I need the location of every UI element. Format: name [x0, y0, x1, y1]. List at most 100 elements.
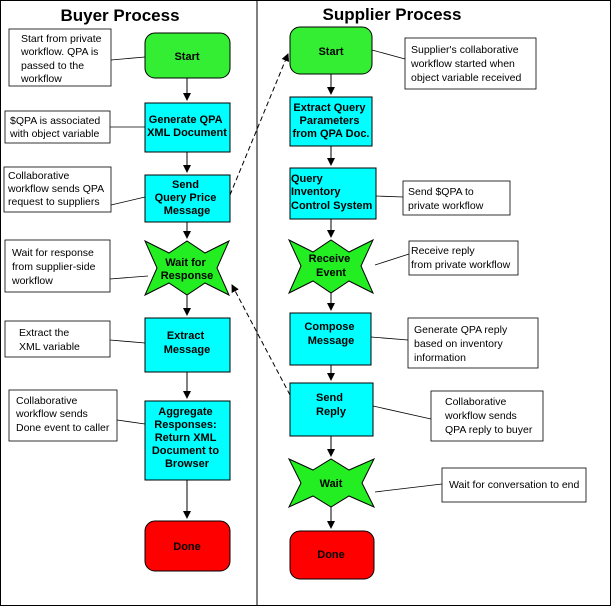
note-supplier-wait: Wait for conversation to end: [441, 467, 587, 503]
note-buyer-aggregate-text: Collaborative workflow sends Done event …: [15, 395, 110, 434]
note-b1-line-4: workflow: [20, 73, 62, 85]
note-supplier-compose-box: [407, 317, 539, 369]
note-b1-line-2: workflow. QPA is: [20, 46, 98, 58]
callout-line-s2: [375, 195, 404, 198]
note-b3-line-1: Collaborative: [8, 170, 69, 182]
supplier-compose-label: Compose Message: [304, 321, 357, 347]
note-s1-line-2: workflow started when: [410, 58, 515, 70]
supplier-query-node: Query Inventory Control System: [289, 167, 377, 220]
buyer-aggregate-label: Aggregate Responses: Return XML Document…: [152, 406, 222, 470]
supplier-extract-label: Extract Query Parameters from QPA Doc.: [292, 102, 369, 140]
supplier-start-label: Start: [318, 46, 343, 58]
note-supplier-receive-box: [408, 240, 519, 276]
supplier-extract-node: Extract Query Parameters from QPA Doc.: [289, 96, 373, 147]
buyer-generate-line-1: Generate QPA: [149, 114, 223, 126]
buyer-aggregate-line-5: Browser: [165, 458, 210, 470]
supplier-wait-node: Wait: [287, 457, 376, 509]
message-to-buyer: [231, 284, 291, 396]
supplier-wait-label: Wait: [320, 478, 343, 490]
note-s5-line-2: workflow sends: [444, 410, 517, 422]
callout-line-s4: [370, 336, 409, 341]
note-buyer-wait-text: Wait for response from supplier-side wor…: [11, 247, 98, 287]
note-s5-line-3: QPA reply to buyer: [445, 424, 533, 436]
note-b6-line-2: workflow sends: [15, 408, 88, 420]
supplier-send-shape: [289, 382, 374, 437]
note-supplier-compose: Generate QPA reply based on inventory in…: [407, 317, 539, 369]
supplier-done-node: Done: [289, 530, 375, 580]
callout-lines: [109, 49, 443, 493]
supplier-receive-shape: [287, 238, 375, 295]
note-supplier-query: Send $QPA to private workflow: [402, 180, 511, 216]
buyer-aggregate-shape: [144, 400, 231, 481]
buyer-extract-line-2: Message: [164, 344, 210, 356]
supplier-extract-line-1: Extract Query: [293, 102, 366, 114]
note-s1-line-1: Supplier's collaborative: [411, 44, 519, 56]
note-supplier-receive-text: Receive reply from private workflow: [411, 245, 511, 271]
supplier-start-shape: [289, 26, 373, 75]
callout-line-b4: [109, 275, 149, 280]
buyer-extract-node: Extract Message: [144, 317, 231, 373]
buyer-aggregate-node: Aggregate Responses: Return XML Document…: [144, 400, 231, 481]
callout-line-s3: [374, 253, 410, 266]
callout-line-b3: [110, 196, 146, 206]
note-buyer-send-box: [3, 166, 112, 213]
supplier-compose-line-1: Compose: [304, 321, 354, 333]
supplier-compose-shape: [289, 312, 372, 366]
supplier-done-label: Done: [317, 549, 345, 561]
supplier-send-node: Send Reply: [289, 382, 374, 437]
note-buyer-generate-box: [4, 110, 111, 144]
note-b4-line-2: from supplier-side: [12, 261, 96, 273]
note-buyer-generate: $QPA is associated with object variable: [4, 110, 111, 144]
note-s2-line-2: private workflow: [408, 200, 484, 212]
note-b4-line-1: Wait for response: [12, 247, 94, 259]
buyer-start-node: Start: [144, 32, 231, 79]
note-supplier-query-box: [402, 180, 511, 216]
note-buyer-extract-text: Extract the XML variable: [19, 327, 80, 353]
supplier-query-line-3: Control System: [291, 200, 373, 212]
buyer-generate-line-2: XML Document: [147, 127, 227, 139]
note-s1-line-3: object variable received: [411, 72, 521, 84]
note-s4-line-3: information: [414, 352, 466, 364]
note-buyer-send-text: Collaborative workflow sends QPA request…: [7, 170, 106, 208]
supplier-send-label: Send Reply: [316, 392, 347, 418]
buyer-aggregate-line-4: Document to: [152, 445, 220, 457]
note-buyer-extract-box: [4, 320, 111, 358]
note-supplier-start-text: Supplier's collaborative workflow starte…: [410, 44, 522, 84]
note-b1-line-1: Start from private: [21, 33, 102, 45]
buyer-extract-line-1: Extract: [167, 330, 205, 342]
supplier-receive-line-1: Receive: [309, 253, 351, 265]
note-supplier-send-box: [430, 390, 544, 442]
supplier-query-shape: [289, 167, 377, 220]
note-supplier-send-text: Collaborative workflow sends QPA reply t…: [444, 396, 533, 436]
supplier-extract-line-2: Parameters: [300, 115, 360, 127]
note-b1-line-3: passed to the: [21, 60, 84, 72]
note-buyer-start: Start from private workflow. QPA is pass…: [8, 28, 112, 87]
note-s6-line-1: Wait for conversation to end: [449, 479, 580, 491]
note-b2-line-1: $QPA is associated: [10, 115, 100, 127]
callout-line-b5: [109, 339, 146, 344]
buyer-wait-line-2: Response: [161, 270, 214, 282]
buyer-wait-line-1: Wait for: [165, 257, 206, 269]
supplier-compose-node: Compose Message: [289, 312, 372, 366]
buyer-extract-label: Extract Message: [164, 330, 210, 356]
buyer-send-line-2: Query Price: [155, 192, 217, 204]
note-buyer-start-text: Start from private workflow. QPA is pass…: [20, 33, 104, 85]
note-supplier-start: Supplier's collaborative workflow starte…: [404, 37, 537, 90]
note-b3-line-3: request to suppliers: [8, 196, 100, 208]
buyer-generate-node: Generate QPA XML Document: [144, 102, 231, 153]
note-buyer-aggregate: Collaborative workflow sends Done event …: [8, 389, 118, 442]
supplier-send-line-2: Reply: [316, 406, 347, 418]
note-b3-line-2: workflow sends QPA: [7, 183, 104, 195]
buyer-wait-shape: [143, 239, 231, 297]
note-b5-line-2: XML variable: [19, 341, 80, 353]
note-b6-line-3: Done event to caller: [16, 422, 110, 434]
message-to-supplier: [229, 53, 290, 196]
supplier-query-label: Query Inventory Control System: [291, 173, 373, 212]
note-s3-line-1: Receive reply: [411, 245, 475, 257]
buyer-generate-shape: [144, 102, 231, 153]
note-supplier-send: Collaborative workflow sends QPA reply t…: [430, 390, 544, 442]
buyer-generate-label: Generate QPA XML Document: [147, 114, 227, 139]
supplier-start-node: Start: [289, 26, 373, 75]
note-buyer-extract: Extract the XML variable: [4, 320, 111, 358]
